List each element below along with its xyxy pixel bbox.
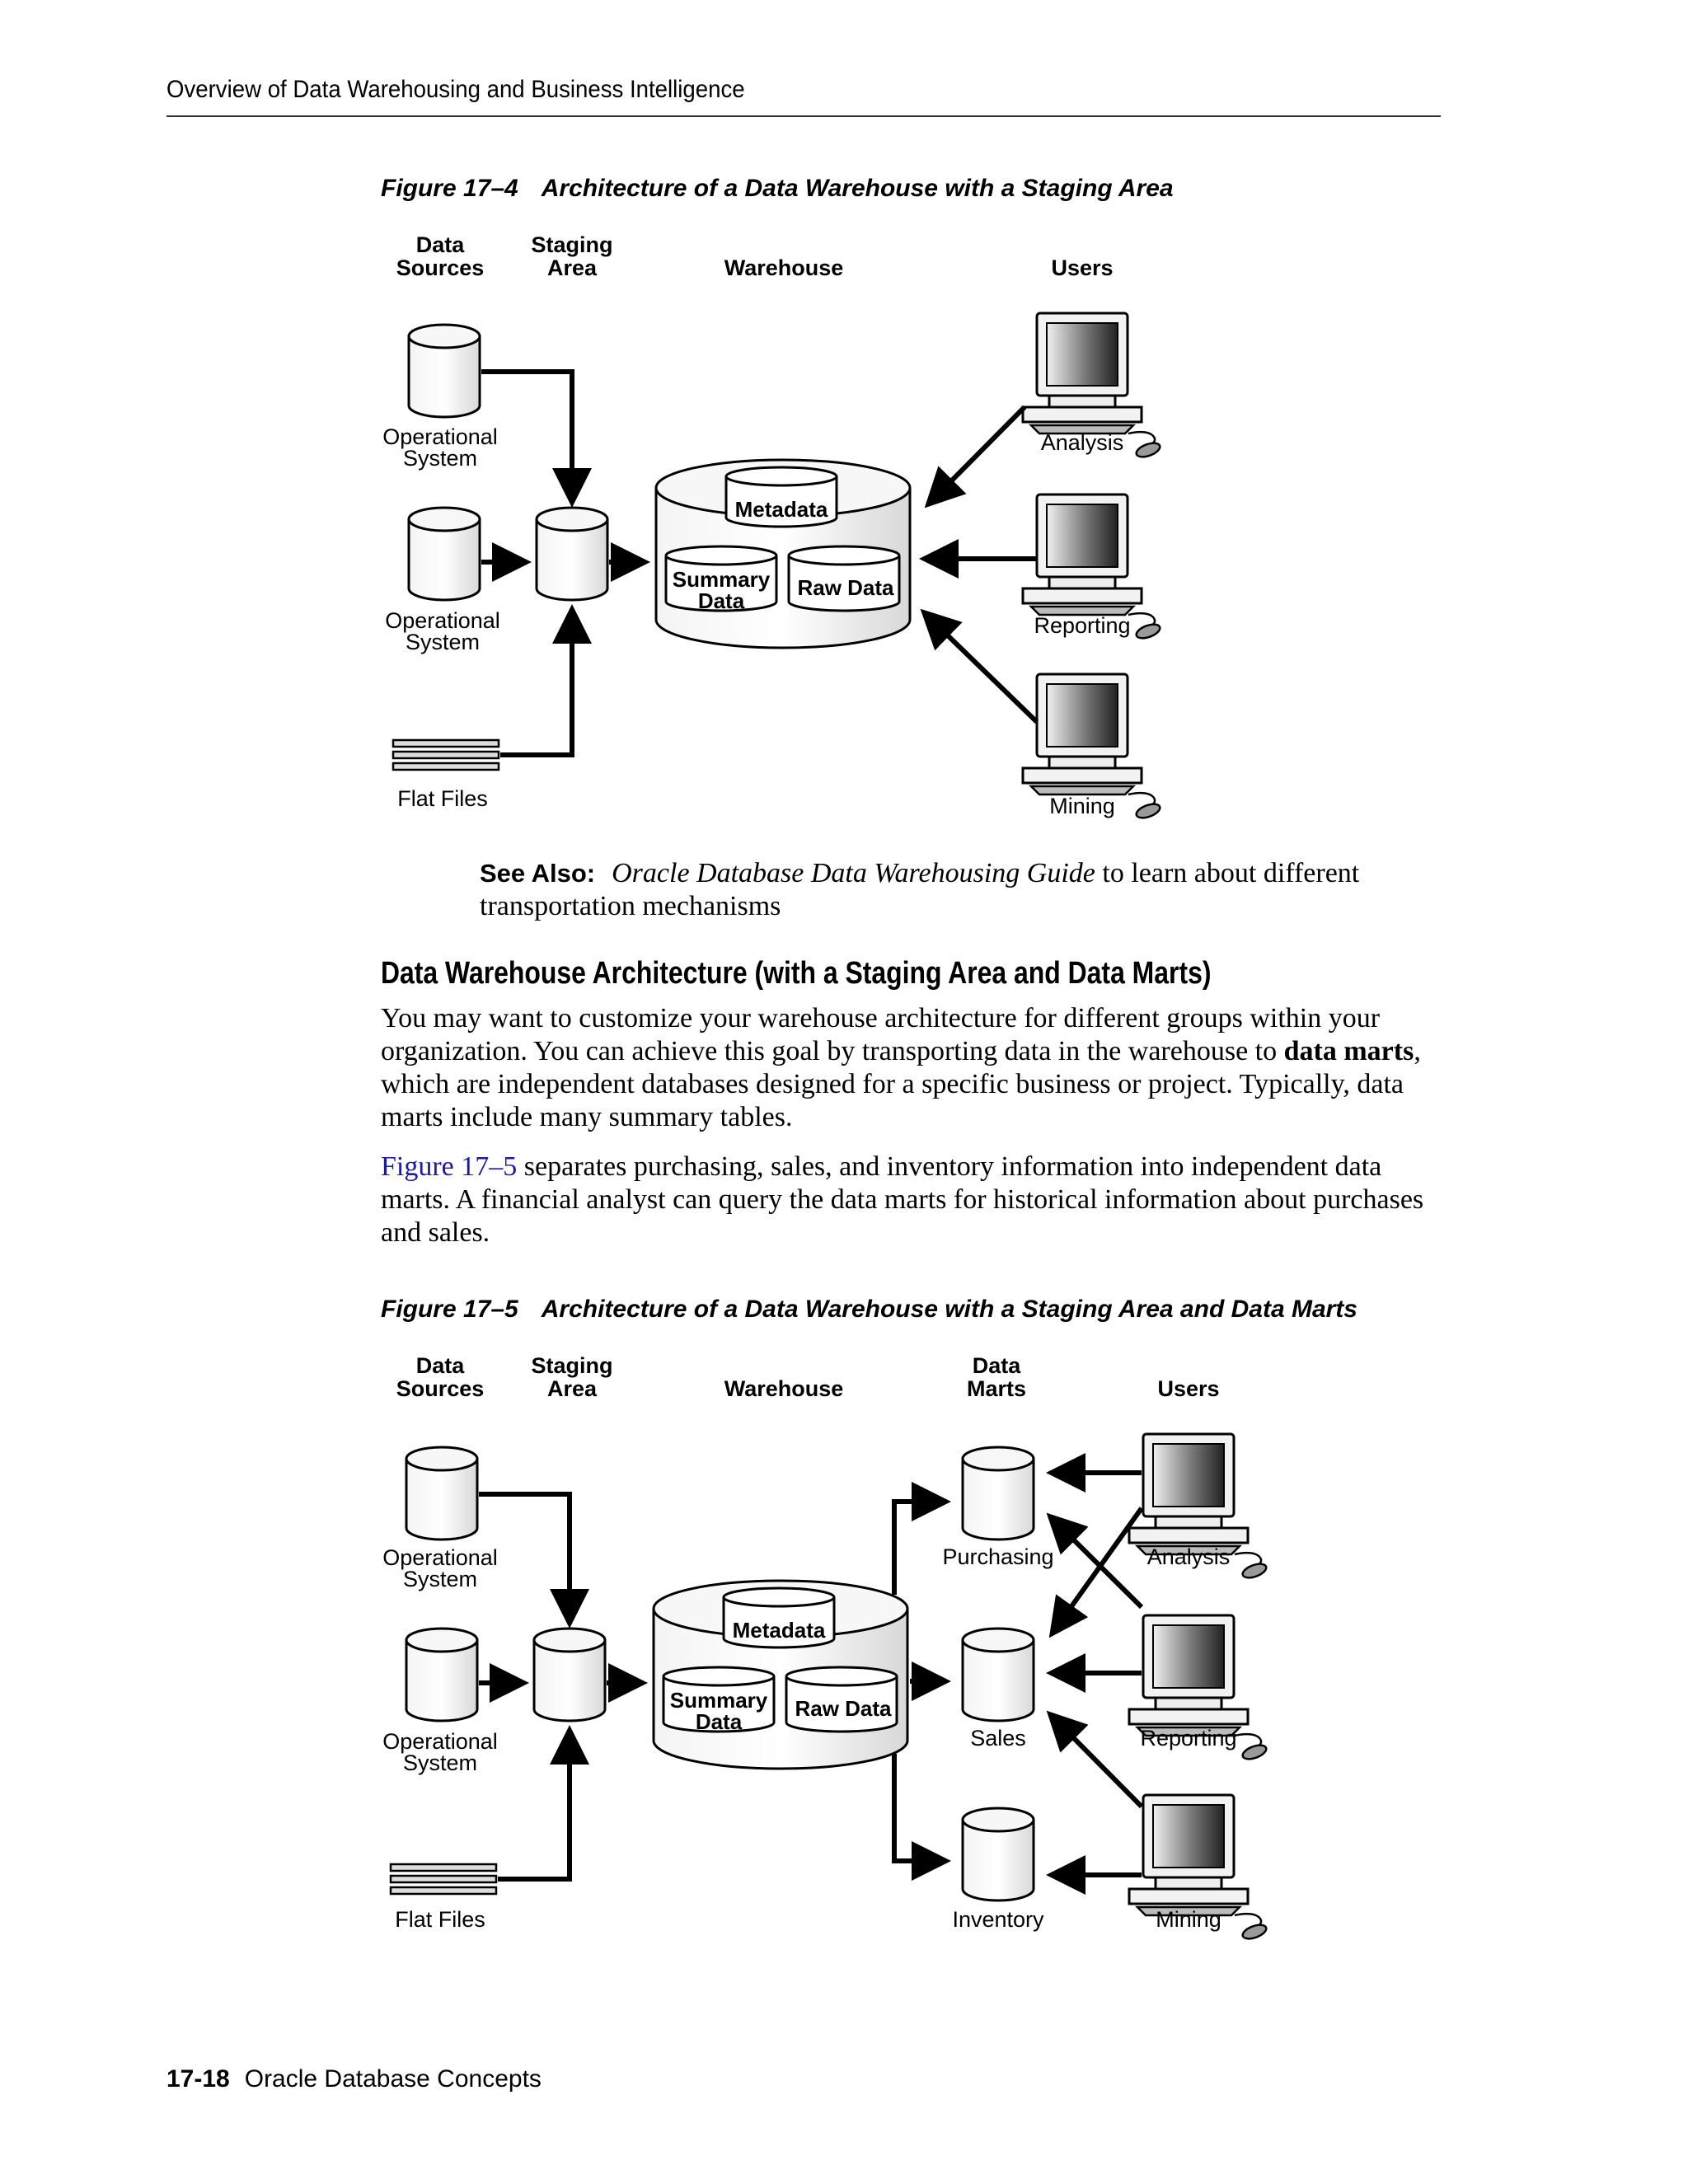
arrow: [1046, 1710, 1144, 1809]
staging-database-icon: [532, 1627, 607, 1722]
column-header-data-sources: Sources: [396, 1376, 485, 1401]
source-label: Operational: [382, 1729, 498, 1754]
arrow: [924, 405, 1027, 509]
see-also-label: See Also:: [480, 859, 596, 888]
mart-label: Sales: [970, 1726, 1026, 1750]
metadata-label: Metadata: [733, 1618, 826, 1643]
section-heading: Data Warehouse Architecture (with a Stag…: [381, 956, 1212, 991]
user-label: Reporting: [1140, 1726, 1236, 1750]
user-label: Reporting: [1034, 613, 1130, 638]
see-also-text: to learn about different transportation …: [480, 858, 1360, 921]
arrow: [479, 1492, 589, 1629]
arrow: [1046, 1512, 1144, 1610]
raw-data-label: Raw Data: [795, 1696, 892, 1721]
inventory-data-mart-icon: [961, 1807, 1035, 1902]
see-also-note: See Also: Oracle Database Data Warehousin…: [480, 857, 1386, 923]
staging-database-icon: [535, 506, 609, 602]
warehouse-database-icon: [654, 458, 912, 649]
column-header-data-sources: Data: [416, 232, 466, 257]
user-label: Analysis: [1041, 430, 1124, 455]
user-label: Analysis: [1147, 1544, 1231, 1569]
raw-data-label: Raw Data: [797, 575, 894, 600]
column-header-warehouse: Warehouse: [724, 255, 844, 280]
figure-17-5-diagram: Data Sources Staging Area Warehouse Data…: [382, 1353, 1269, 1943]
figure-17-4-diagram: Data Sources Staging Area Warehouse User…: [382, 232, 1163, 823]
source-label: System: [403, 1750, 477, 1775]
column-header-staging-area: Area: [547, 255, 598, 280]
column-header-warehouse: Warehouse: [724, 1376, 844, 1401]
source-label: Operational: [385, 608, 500, 633]
arrow: [498, 1725, 589, 1882]
figure-caption: Figure 17–5 Architecture of a Data Wareho…: [381, 1296, 1357, 1324]
metadata-label: Metadata: [735, 497, 828, 522]
book-title: Oracle Database Concepts: [244, 2065, 542, 2093]
running-header: Overview of Data Warehousing and Busines…: [166, 76, 745, 103]
header-rule: [166, 115, 1441, 117]
source-label: System: [403, 446, 477, 471]
column-header-staging-area: Area: [547, 1376, 598, 1401]
summary-data-label: Data: [698, 588, 745, 613]
flat-files-icon: [389, 1863, 498, 1896]
arrow: [892, 1482, 951, 1595]
source-label: System: [406, 630, 480, 654]
term-data-marts: data marts: [1283, 1036, 1414, 1066]
summary-data-label: Summary: [670, 1688, 768, 1713]
user-label: Mining: [1049, 794, 1115, 818]
figure-number: Figure 17–4: [381, 175, 518, 202]
source-label: System: [403, 1567, 477, 1591]
operational-system-database-icon: [405, 1446, 479, 1541]
summary-data-label: Data: [696, 1709, 743, 1734]
operational-system-database-icon: [405, 1627, 479, 1722]
column-header-users: Users: [1051, 255, 1113, 280]
figure-number: Figure 17–5: [381, 1296, 518, 1323]
arrow: [920, 608, 1039, 724]
source-label: Flat Files: [397, 786, 488, 811]
paragraph: You may want to customize your warehouse…: [381, 1002, 1444, 1134]
summary-data-label: Summary: [673, 567, 771, 592]
column-header-users: Users: [1157, 1376, 1219, 1401]
operational-system-database-icon: [407, 506, 481, 602]
figure-caption: Figure 17–4 Architecture of a Data Wareho…: [381, 175, 1174, 203]
column-header-staging-area: Staging: [532, 1353, 613, 1378]
column-header-data-marts: Data: [973, 1353, 1022, 1378]
figure-title: Architecture of a Data Warehouse with a …: [541, 1296, 1357, 1323]
source-label: Flat Files: [395, 1907, 485, 1932]
arrow: [1048, 1507, 1144, 1638]
see-also-book-title: Oracle Database Data Warehousing Guide: [612, 858, 1095, 888]
figure-title: Architecture of a Data Warehouse with a …: [541, 175, 1174, 202]
mart-label: Purchasing: [942, 1544, 1053, 1569]
column-header-staging-area: Staging: [532, 232, 613, 257]
figure-17-5-link[interactable]: Figure 17–5: [381, 1151, 518, 1182]
mart-label: Inventory: [952, 1907, 1044, 1932]
arrow: [500, 604, 592, 757]
source-label: Operational: [382, 1545, 498, 1570]
column-header-data-marts: Marts: [967, 1376, 1026, 1401]
arrow: [892, 1754, 951, 1881]
user-label: Mining: [1156, 1907, 1221, 1932]
arrow: [481, 369, 592, 508]
operational-system-database-icon: [407, 323, 481, 419]
column-header-data-sources: Sources: [396, 255, 485, 280]
paragraph-text: , which are independent databases design…: [381, 1036, 1421, 1132]
paragraph-text: separates purchasing, sales, and invento…: [381, 1151, 1424, 1248]
source-label: Operational: [382, 424, 498, 449]
paragraph: Figure 17–5 separates purchasing, sales,…: [381, 1151, 1444, 1249]
purchasing-data-mart-icon: [961, 1446, 1035, 1541]
flat-files-icon: [392, 738, 500, 771]
sales-data-mart-icon: [961, 1627, 1035, 1722]
page-number: 17-18: [166, 2065, 230, 2093]
page-footer: 17-18 Oracle Database Concepts: [166, 2065, 542, 2093]
column-header-data-sources: Data: [416, 1353, 466, 1378]
paragraph-text: You may want to customize your warehouse…: [381, 1003, 1381, 1066]
warehouse-database-icon: [652, 1579, 909, 1770]
